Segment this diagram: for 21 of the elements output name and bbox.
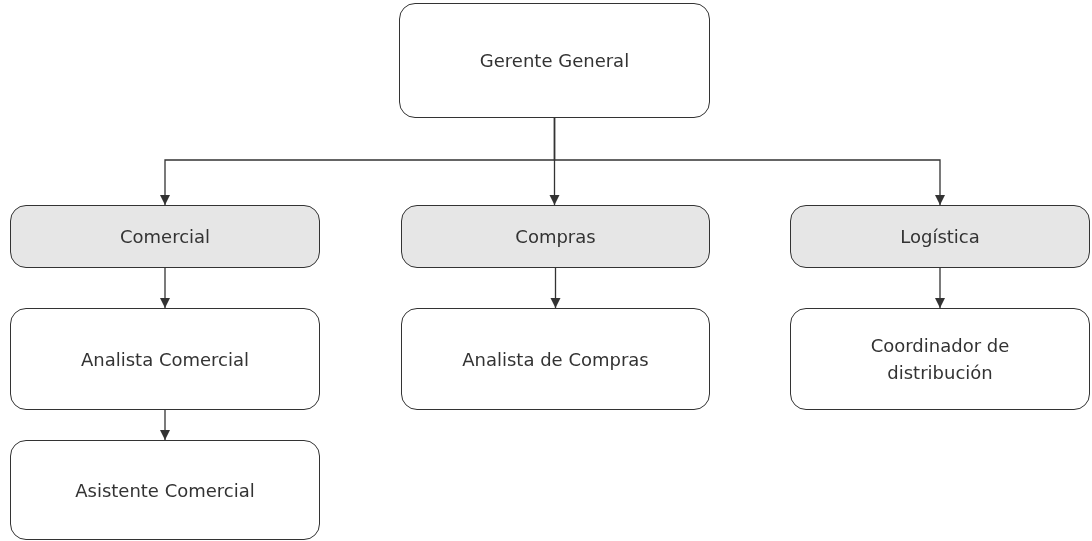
- org-box: [790, 205, 1090, 268]
- box-label: Comercial: [119, 225, 211, 249]
- arrow: [550, 267, 561, 309]
- box-label: Analista Comercial: [80, 347, 250, 372]
- arrow: [553, 117, 946, 206]
- box-label: Asistente Comercial: [75, 478, 255, 503]
- org-box: [401, 205, 710, 268]
- arrow: [159, 409, 171, 441]
- org-box: [10, 308, 320, 410]
- org-box: [790, 308, 1090, 410]
- box-label: Compras: [515, 225, 596, 249]
- org-box: [10, 440, 320, 540]
- arrow: [934, 267, 946, 309]
- org-box: [10, 205, 320, 268]
- arrow: [159, 267, 171, 309]
- box-label: Gerente General: [479, 49, 630, 73]
- box-label: Coordinador de distribución: [869, 334, 1011, 385]
- org-box: [399, 3, 710, 118]
- box-label: Logística: [900, 225, 980, 249]
- box-label: Analista de Compras: [462, 347, 649, 372]
- org-box: [401, 308, 710, 410]
